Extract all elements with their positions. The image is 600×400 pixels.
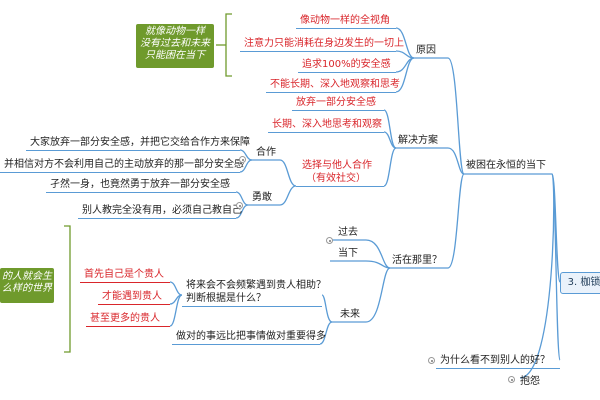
others-collapse-icon[interactable]	[428, 357, 435, 364]
future-plan[interactable]: 做对的事远比把事情做对重要得多	[176, 331, 326, 342]
solution-item-1[interactable]: 放弃一部分安全感	[296, 97, 376, 108]
where-label[interactable]: 活在那里？	[392, 255, 442, 266]
reason-item-1[interactable]: 像动物一样的全视角	[300, 15, 390, 26]
other-item-1[interactable]: 为什么看不到别人的好？	[440, 355, 550, 366]
brave-item-2[interactable]: 别人教完全没有用，必须自己教自己	[82, 205, 242, 216]
cooperate-item-2[interactable]: 并相信对方不会利用自己的主动放弃的那一部分安全感	[4, 159, 244, 170]
reason-item-4[interactable]: 不能长期、深入地观察和思考	[270, 79, 400, 90]
root-node[interactable]: 3. 枷锁	[560, 272, 600, 294]
future-red-item-1[interactable]: 首先自己是个贵人	[84, 269, 164, 280]
other-item-2[interactable]: 抱怨	[520, 376, 540, 387]
solutions-label[interactable]: 解决方案	[398, 135, 438, 146]
complain-collapse-icon[interactable]	[508, 376, 515, 383]
solution-item-2[interactable]: 长期、深入地思考和观察	[272, 119, 382, 130]
solution-item-3b: （有效社交）	[306, 173, 366, 184]
future-question-1[interactable]: 将来会不会频繁遇到贵人相助？	[186, 280, 326, 291]
reasons-label[interactable]: 原因	[416, 45, 436, 56]
brave-label[interactable]: 勇敢	[252, 192, 272, 203]
where-past[interactable]: 过去	[338, 227, 358, 238]
past-collapse-icon[interactable]	[326, 237, 333, 244]
solution-item-3[interactable]: 选择与他人合作	[302, 160, 372, 171]
reason-item-2[interactable]: 注意力只能消耗在身边发生的一切上	[244, 38, 404, 49]
reason-note-box: 就像动物一样 没有过去和未来 只能困在当下	[136, 24, 214, 68]
brave-item-1[interactable]: 孑然一身，也竟然勇于放弃一部分安全感	[50, 179, 230, 190]
reason-item-3[interactable]: 追求100%的安全感	[302, 59, 391, 70]
cooperate-item-1[interactable]: 大家放弃一部分安全感，并把它交给合作方来保障	[30, 137, 250, 148]
future-red-item-3[interactable]: 甚至更多的贵人	[90, 313, 160, 324]
cooperate-collapse-icon[interactable]	[239, 156, 246, 163]
where-future[interactable]: 未来	[340, 309, 360, 320]
main-branch-label[interactable]: 被困在永恒的当下	[466, 160, 546, 171]
brave-collapse-icon[interactable]	[236, 202, 243, 209]
where-present[interactable]: 当下	[338, 248, 358, 259]
cooperate-label[interactable]: 合作	[256, 147, 276, 158]
future-question-2: 判断根据是什么？	[186, 293, 266, 304]
future-left-note: 的人就会生 么样的世界	[0, 268, 54, 303]
future-red-item-2[interactable]: 才能遇到贵人	[102, 291, 162, 302]
